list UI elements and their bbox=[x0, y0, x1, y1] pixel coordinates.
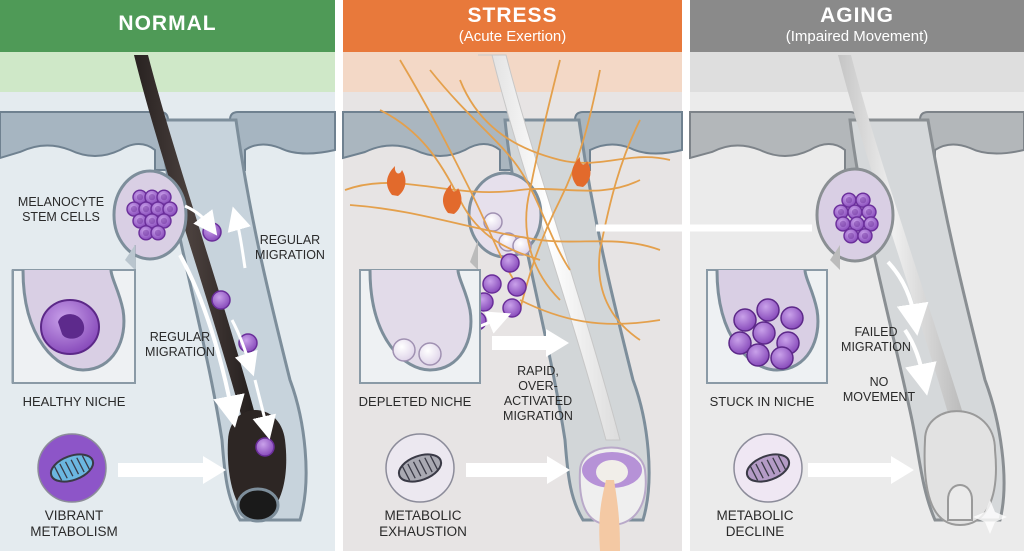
stem-cell-nucleus bbox=[160, 217, 168, 225]
stem-cell bbox=[392, 338, 416, 362]
panel-subtitle-aging: (Impaired Movement) bbox=[785, 28, 929, 45]
mitochondria-cristae bbox=[53, 455, 91, 481]
stem-cell bbox=[780, 306, 804, 330]
panel-stress-art bbox=[342, 54, 683, 551]
label-melanocyte-stem-cells: MELANOCYTE STEM CELLS bbox=[17, 195, 105, 224]
generated-elements bbox=[12, 189, 879, 503]
stem-cell-nucleus bbox=[867, 220, 875, 228]
label-vibrant-metabolism: VIBRANT METABOLISM bbox=[30, 508, 118, 540]
flame-icon bbox=[442, 184, 462, 214]
label-rapid-migration: RAPID, OVER- ACTIVATED MIGRATION bbox=[503, 364, 573, 423]
mitochondria-cristae bbox=[401, 455, 439, 481]
flame-icon bbox=[386, 166, 406, 196]
stem-cell-nucleus bbox=[853, 220, 861, 228]
header-aging: AGING (Impaired Movement) bbox=[690, 0, 1024, 52]
label-healthy-niche: HEALTHY NICHE bbox=[22, 394, 126, 409]
stem-cell-nucleus bbox=[142, 229, 150, 237]
stem-cell-nucleus bbox=[148, 217, 156, 225]
label-metabolic-exhaustion: METABOLIC EXHAUSTION bbox=[379, 508, 467, 540]
mitochondria-icon bbox=[397, 453, 443, 483]
flame-icon bbox=[571, 157, 591, 187]
stem-cell-nucleus bbox=[136, 194, 144, 201]
label-stuck-in-niche: STUCK IN NICHE bbox=[709, 394, 815, 409]
stem-cell-nucleus bbox=[130, 205, 138, 213]
header-stress-bar bbox=[343, 0, 682, 52]
header-aging-bar bbox=[690, 0, 1024, 52]
stem-cell-nucleus bbox=[154, 205, 162, 213]
stem-cell-nucleus bbox=[865, 208, 873, 216]
stem-cell-nucleus bbox=[837, 208, 845, 216]
stem-cell-cluster-normal bbox=[126, 189, 178, 241]
stem-cell bbox=[162, 201, 178, 217]
mitochondria-cristae bbox=[749, 455, 787, 481]
panel-title-normal: NORMAL bbox=[118, 12, 217, 35]
stem-cell bbox=[756, 298, 780, 322]
label-failed-migration: FAILED MIGRATION bbox=[841, 325, 911, 354]
label-regular-migration-up: REGULAR MIGRATION bbox=[255, 233, 325, 262]
stem-cell bbox=[857, 228, 873, 244]
inset-depleted-niche bbox=[359, 269, 481, 384]
stem-cell-nucleus bbox=[136, 217, 144, 225]
stem-cell-nucleus bbox=[142, 205, 150, 213]
stem-cell bbox=[770, 346, 794, 370]
stem-cell bbox=[863, 216, 879, 232]
stem-cell-nucleus bbox=[859, 197, 867, 204]
label-metabolic-decline: METABOLIC DECLINE bbox=[716, 508, 794, 540]
metabolism-cell-decline bbox=[733, 433, 803, 503]
stem-cell bbox=[855, 192, 871, 208]
stem-cell-nucleus bbox=[839, 220, 847, 228]
stem-cell bbox=[733, 308, 757, 332]
stem-cell bbox=[418, 342, 442, 366]
mitochondria-icon bbox=[745, 453, 791, 483]
header-normal: NORMAL bbox=[0, 0, 335, 52]
stem-cell-nucleus bbox=[845, 197, 853, 204]
stem-cell bbox=[728, 331, 752, 355]
stem-cell-nucleus bbox=[148, 194, 156, 201]
stem-cell-nucleus bbox=[154, 229, 162, 237]
stem-cell-nucleus bbox=[58, 314, 85, 339]
panel-subtitle-stress: (Acute Exertion) bbox=[458, 28, 567, 45]
label-depleted-niche: DEPLETED NICHE bbox=[358, 394, 472, 409]
panel-title-aging: AGING bbox=[820, 4, 894, 27]
stem-cell bbox=[752, 321, 776, 345]
inset-healthy-niche bbox=[12, 269, 136, 384]
stem-cell-nucleus bbox=[851, 208, 859, 216]
stem-cell-nucleus bbox=[847, 232, 855, 240]
stem-cell bbox=[746, 343, 770, 367]
panel-title-stress: STRESS bbox=[467, 4, 558, 27]
stem-cell-nucleus bbox=[166, 205, 174, 213]
metabolism-cell-vibrant bbox=[37, 433, 107, 503]
label-no-movement: NO MOVEMENT bbox=[842, 375, 916, 404]
panel-normal-art bbox=[0, 55, 336, 523]
header-stress: STRESS (Acute Exertion) bbox=[343, 0, 682, 52]
metabolism-cell-exhausted bbox=[385, 433, 455, 503]
stem-cell bbox=[150, 225, 166, 241]
stem-cell-nucleus bbox=[160, 194, 168, 201]
mitochondria-icon bbox=[49, 453, 95, 483]
panel-aging-art bbox=[689, 55, 1024, 534]
stem-cell bbox=[156, 213, 172, 229]
stem-cell-nucleus bbox=[861, 232, 869, 240]
inset-stuck-niche bbox=[706, 269, 828, 384]
header-normal-bar bbox=[0, 0, 335, 52]
stem-cell-cluster-aging bbox=[833, 192, 879, 244]
label-regular-migration-down: REGULAR MIGRATION bbox=[145, 330, 215, 359]
stem-cell bbox=[156, 189, 172, 205]
